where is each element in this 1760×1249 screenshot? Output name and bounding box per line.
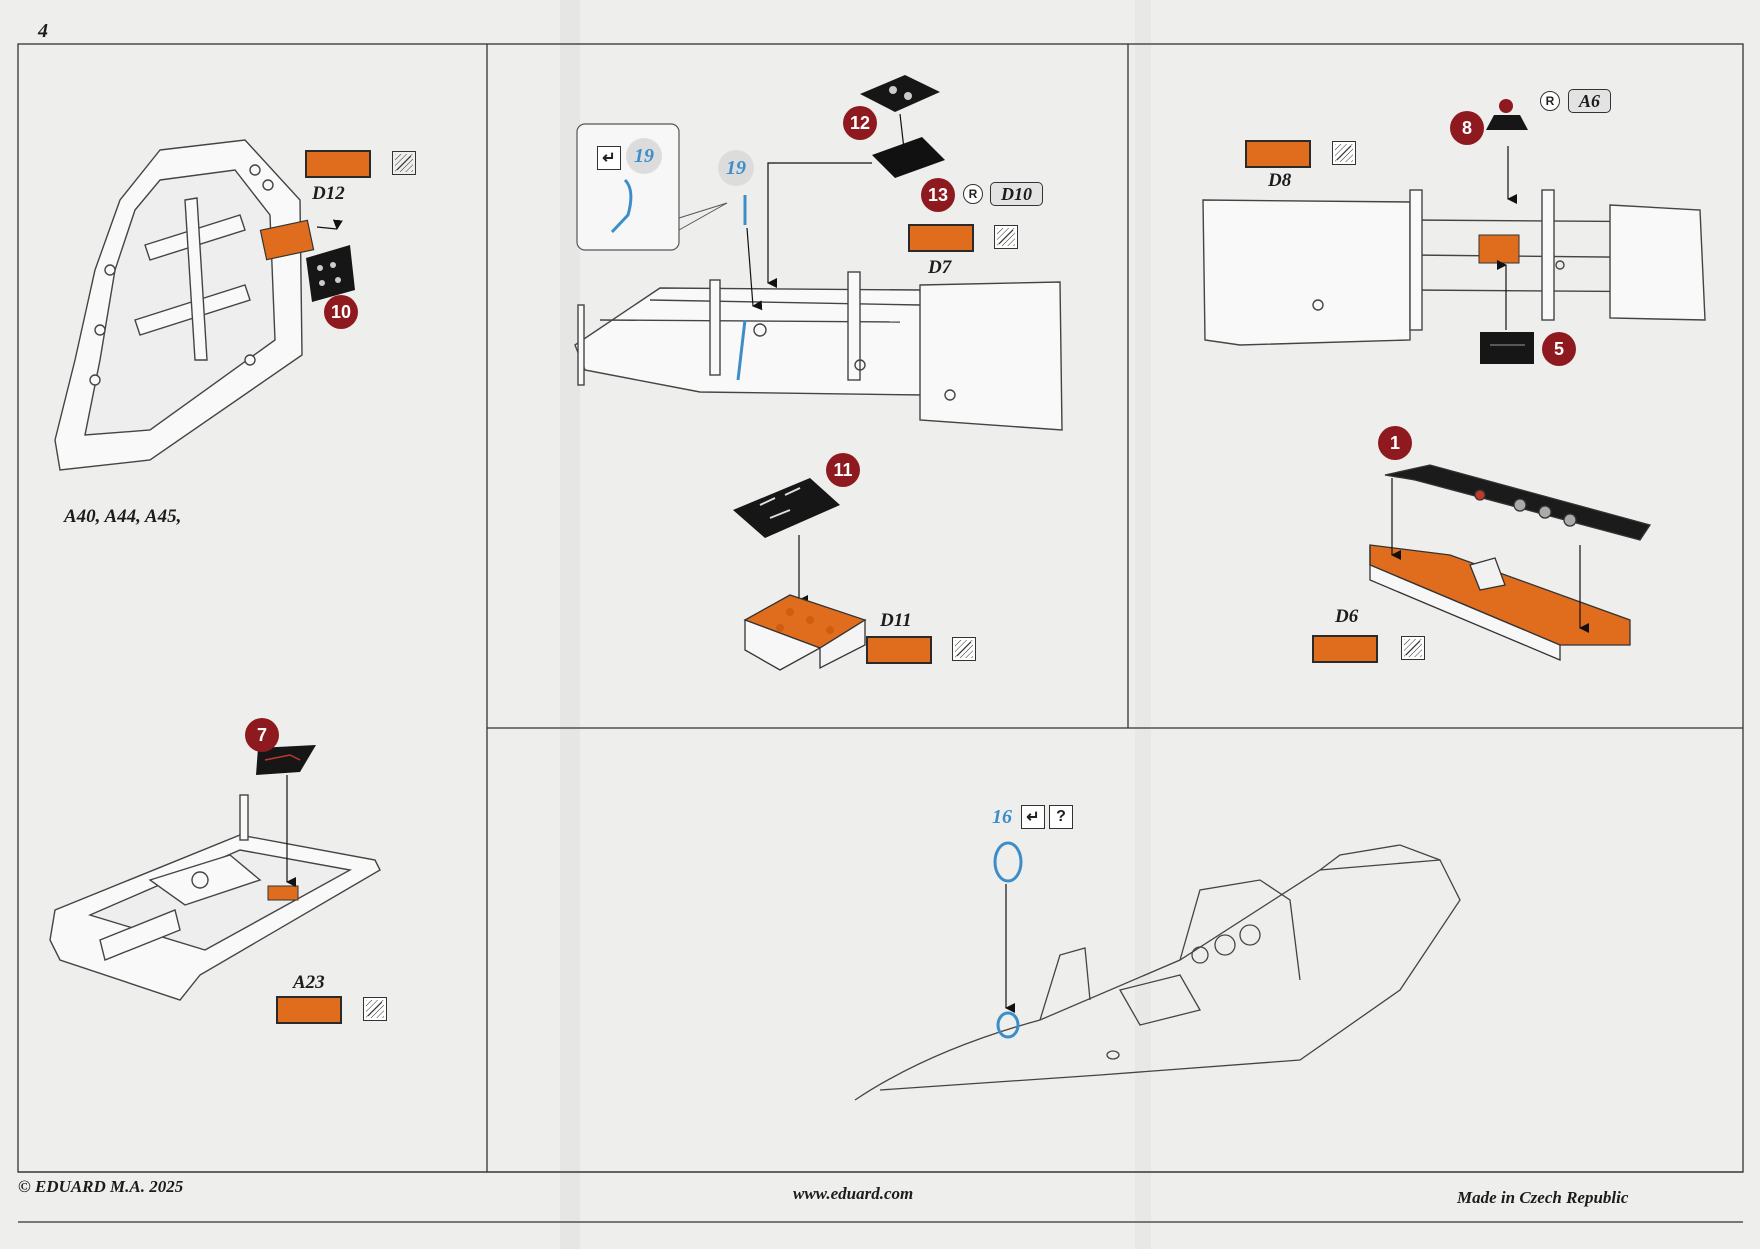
paint-swatch-d7 <box>908 224 974 252</box>
registered-icon: R <box>963 184 983 204</box>
bend-icon: ↵ <box>597 146 621 170</box>
cockpit-floor-drawing <box>49 794 381 1001</box>
fuselage-drawing <box>854 844 1461 1101</box>
callout-1: 1 <box>1378 426 1412 460</box>
instrument-panel-drawing <box>1369 464 1652 661</box>
instrument-plate-paint <box>259 219 315 261</box>
bulkhead-drawing <box>54 139 303 471</box>
paint-swatch-a23 <box>276 996 342 1024</box>
registered-icon: R <box>1540 91 1560 111</box>
website-link[interactable]: www.eduard.com <box>793 1184 914 1203</box>
instrument-paint-d8 <box>1478 234 1520 264</box>
pe-part-11 <box>733 478 840 538</box>
arrow-10 <box>316 219 343 230</box>
arrow-12 <box>899 113 915 162</box>
callout-5: 5 <box>1542 332 1576 366</box>
pe-part-8 <box>1486 99 1528 130</box>
hatched-surface-icon <box>1401 636 1425 660</box>
label-d6: D6 <box>1335 606 1359 627</box>
seat-cushion-drawing <box>743 594 867 671</box>
paint-swatch-d8 <box>1245 140 1311 168</box>
arrow-d10 <box>767 162 872 288</box>
pe-part-5 <box>1480 332 1534 364</box>
hatched-surface-icon <box>952 637 976 661</box>
floor-part-paint <box>267 885 299 901</box>
label-d7: D7 <box>928 257 952 278</box>
callout-8: 8 <box>1450 111 1484 145</box>
rear-frame-drawing <box>1202 189 1706 346</box>
pe-part-10 <box>306 245 355 302</box>
callout-7: 7 <box>245 718 279 752</box>
callout-19-inset: 19 <box>626 138 662 174</box>
callout-12: 12 <box>843 106 877 140</box>
origin-note: Made in Czech Republic <box>1457 1188 1629 1207</box>
paint-swatch-d11 <box>866 636 932 664</box>
parts-note: A40, A44, A45, <box>64 506 182 527</box>
page-number: 4 <box>38 20 48 42</box>
copyright: © EDUARD M.A. 2025 <box>18 1177 184 1196</box>
paint-swatch-d12 <box>305 150 371 178</box>
hatched-surface-icon <box>994 225 1018 249</box>
callout-19: 19 <box>718 150 754 186</box>
question-mark: ? <box>1049 805 1073 829</box>
cockpit-frame-drawing <box>574 271 1063 431</box>
pe-ring-16 <box>993 841 1023 1039</box>
callout-16: 16 <box>992 806 1012 828</box>
callout-13: 13 <box>921 178 955 212</box>
hatched-surface-icon <box>392 151 416 175</box>
ref-a6: A6 <box>1568 89 1612 113</box>
pe-part-7 <box>256 745 316 775</box>
label-d12: D12 <box>312 183 345 204</box>
label-a23: A23 <box>293 972 325 993</box>
label-d11: D11 <box>880 610 912 631</box>
hatched-surface-icon <box>1332 141 1356 165</box>
paint-swatch-d6 <box>1312 635 1378 663</box>
pe-part-12 <box>860 75 940 112</box>
panel-grid <box>17 43 1744 1223</box>
callout-11: 11 <box>826 453 860 487</box>
arrow-19 <box>746 227 763 311</box>
callout-10: 10 <box>324 295 358 329</box>
label-d8: D8 <box>1268 170 1292 191</box>
bend-icon: ↵ <box>1021 805 1045 829</box>
ref-d10: D10 <box>990 182 1043 206</box>
hatched-surface-icon <box>363 997 387 1021</box>
